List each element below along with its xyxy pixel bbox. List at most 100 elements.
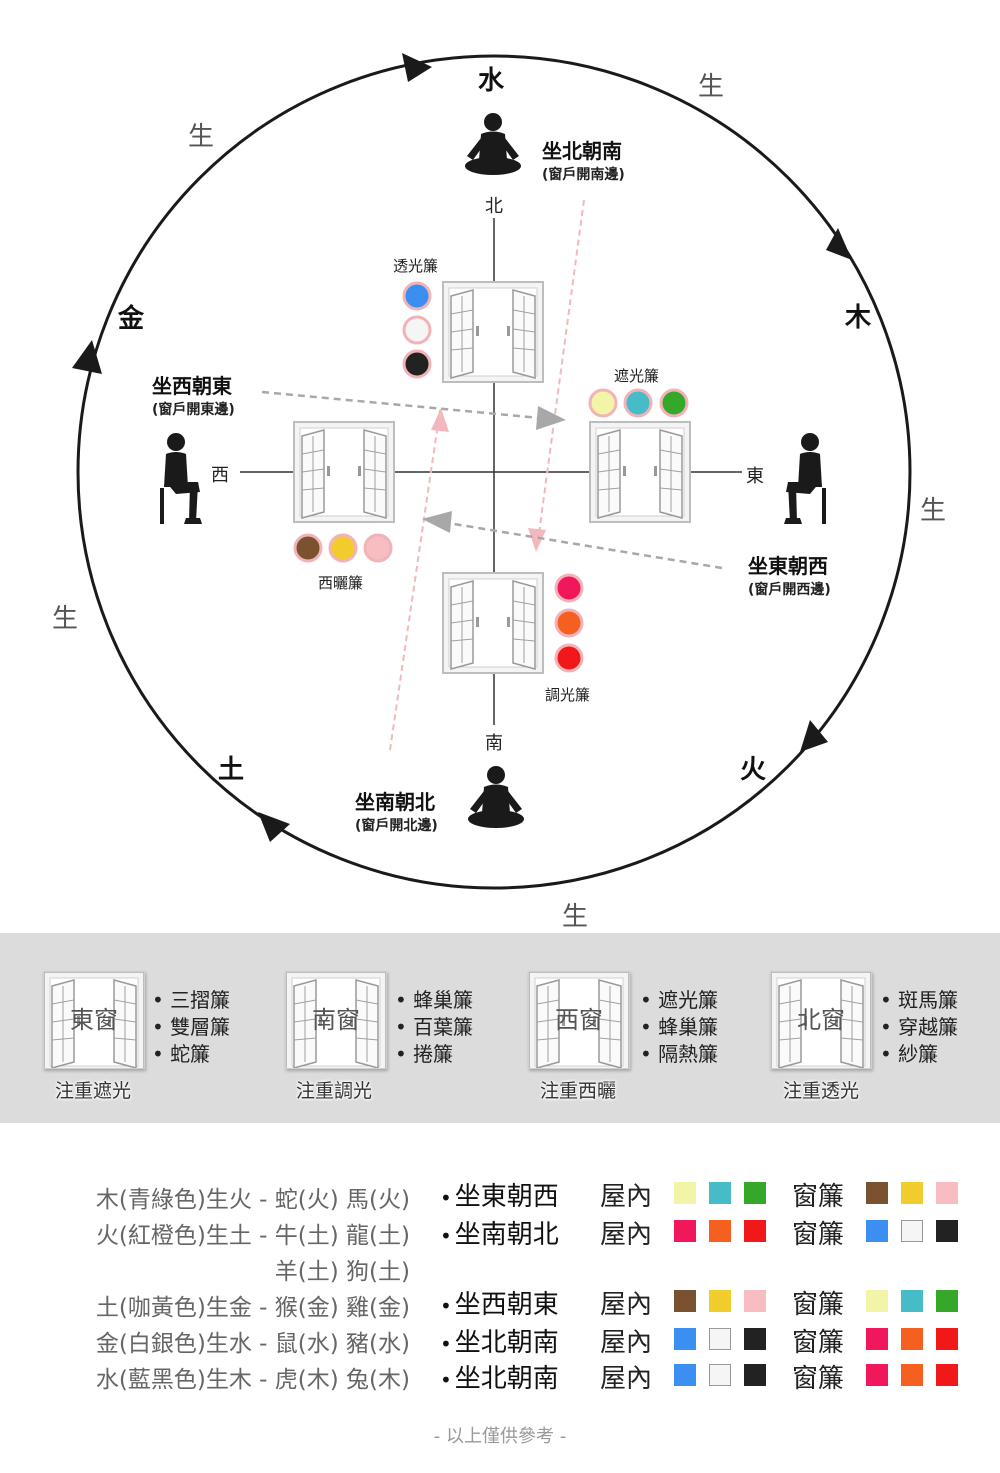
rule-line-earth: 土(咖黃色)生金 - 猴(金) 雞(金) bbox=[95, 1295, 410, 1321]
cycle-arrow-west bbox=[72, 340, 102, 374]
light-arrow-south bbox=[431, 408, 449, 432]
rule-line-wood: 木(青綠色)生火 - 蛇(火) 馬(火) bbox=[95, 1187, 410, 1213]
curtain-color-swatch bbox=[866, 1290, 888, 1312]
curtain-color-swatch bbox=[936, 1290, 958, 1312]
seated-person-east bbox=[784, 433, 826, 524]
swatch-dots-north bbox=[402, 281, 432, 379]
legend-indoor-label: 屋內 bbox=[600, 1290, 653, 1320]
element-water: 水 bbox=[478, 66, 505, 96]
window-south bbox=[442, 572, 544, 674]
curtain-color-swatch bbox=[866, 1182, 888, 1204]
light-path-east bbox=[447, 521, 723, 570]
direction-west: 西 bbox=[211, 465, 229, 486]
footer-note: - 以上僅供參考 - bbox=[433, 1426, 567, 1447]
window-card-west-label: 西窗 bbox=[555, 1006, 603, 1034]
pose-south-title: 坐南朝北 bbox=[355, 790, 435, 814]
legend-seat-label: 坐南朝北 bbox=[440, 1214, 559, 1251]
curtain-color-swatch bbox=[866, 1220, 888, 1242]
legend-curtain-label: 窗簾 bbox=[792, 1182, 845, 1212]
legend-curtain-label: 窗簾 bbox=[792, 1328, 845, 1358]
swatch-dots-south bbox=[554, 573, 584, 673]
legend-curtain-label: 窗簾 bbox=[792, 1364, 845, 1394]
blind-label-east: 遮光簾 bbox=[614, 367, 660, 385]
indoor-color-swatch bbox=[744, 1182, 766, 1204]
five-elements-diagram: 水 木 火 土 金 生 生 生 生 生 北 東 南 西 透光簾 遮光簾 西曬簾 … bbox=[52, 53, 947, 932]
indoor-color-swatch bbox=[709, 1364, 731, 1386]
indoor-color-swatch bbox=[674, 1290, 696, 1312]
window-card-west: 西窗 bbox=[528, 971, 630, 1069]
window-card-east: 東窗 bbox=[43, 971, 145, 1069]
element-metal: 金 bbox=[118, 304, 145, 334]
legend-seat-label: 坐西朝東 bbox=[440, 1284, 559, 1321]
element-wood: 木 bbox=[845, 303, 872, 333]
window-east bbox=[589, 421, 691, 523]
curtain-color-swatch bbox=[936, 1182, 958, 1204]
window-recommendation-band: 東窗 注重遮光 三摺簾 雙層簾 蛇簾 南窗 注重調光 蜂巢簾 百葉簾 捲簾 西窗… bbox=[0, 933, 1000, 1123]
legend-seat-label: 坐北朝南 bbox=[440, 1358, 559, 1395]
legend-indoor-label: 屋內 bbox=[600, 1364, 653, 1394]
color-swatch-dot bbox=[554, 643, 584, 673]
element-fire: 火 bbox=[740, 755, 767, 785]
window-west-blind-list: 遮光簾 蜂巢簾 隔熱簾 bbox=[640, 987, 718, 1068]
pose-south-sub: (窗戶開北邊) bbox=[355, 818, 438, 834]
direction-south: 南 bbox=[485, 733, 503, 754]
indoor-color-swatch bbox=[709, 1328, 731, 1350]
indoor-color-swatch bbox=[709, 1220, 731, 1242]
pose-west-sub: (窗戶開東邊) bbox=[152, 402, 235, 418]
window-east-blind-list: 三摺簾 雙層簾 蛇簾 bbox=[152, 987, 230, 1068]
cycle-arrow-southwest bbox=[258, 812, 290, 842]
generate-label-1: 生 bbox=[698, 72, 725, 102]
window-card-south-focus: 注重調光 bbox=[295, 1080, 372, 1102]
rule-line-fire: 火(紅橙色)生土 - 牛(土) 龍(土) bbox=[95, 1223, 410, 1249]
light-arrow-west bbox=[536, 406, 566, 430]
legend-indoor-label: 屋內 bbox=[600, 1220, 653, 1250]
list-item: 蛇簾 bbox=[152, 1041, 230, 1068]
window-card-east-label: 東窗 bbox=[70, 1006, 118, 1034]
generate-label-3: 生 bbox=[562, 902, 589, 932]
window-card-north: 北窗 bbox=[770, 971, 872, 1069]
seated-person-west bbox=[160, 433, 202, 524]
list-item: 斑馬簾 bbox=[880, 987, 958, 1014]
indoor-color-swatch bbox=[674, 1182, 696, 1204]
cycle-arrow-southeast bbox=[800, 720, 828, 752]
color-swatch-dot bbox=[623, 388, 653, 418]
list-item: 遮光簾 bbox=[640, 987, 718, 1014]
window-card-south: 南窗 bbox=[285, 971, 387, 1069]
indoor-color-swatch bbox=[744, 1364, 766, 1386]
direction-east: 東 bbox=[746, 466, 764, 487]
curtain-color-swatch bbox=[901, 1364, 923, 1386]
indoor-color-swatch bbox=[709, 1290, 731, 1312]
pose-north-title: 坐北朝南 bbox=[542, 139, 622, 163]
curtain-color-swatch bbox=[866, 1328, 888, 1350]
blind-label-north: 透光簾 bbox=[393, 257, 439, 275]
generate-label-2: 生 bbox=[920, 496, 947, 526]
curtain-color-swatch bbox=[936, 1364, 958, 1386]
window-card-east-focus: 注重遮光 bbox=[54, 1080, 131, 1102]
pose-east-title: 坐東朝西 bbox=[748, 554, 828, 578]
window-card-west-focus: 注重西曬 bbox=[539, 1080, 616, 1102]
pose-south: 坐南朝北 (窗戶開北邊) bbox=[355, 786, 438, 835]
swatch-dots-east bbox=[588, 388, 689, 418]
color-swatch-dot bbox=[402, 281, 432, 311]
legend-seat-label: 坐北朝南 bbox=[440, 1322, 559, 1359]
rule-line-water: 水(藍黑色)生木 - 虎(木) 兔(木) bbox=[95, 1367, 410, 1393]
pose-east: 坐東朝西 (窗戶開西邊) bbox=[748, 550, 831, 599]
cycle-arrow-north bbox=[402, 53, 432, 82]
light-arrow-north bbox=[528, 528, 546, 552]
indoor-color-swatch bbox=[709, 1182, 731, 1204]
window-north-blind-list: 斑馬簾 穿越簾 紗簾 bbox=[880, 987, 958, 1068]
pose-east-sub: (窗戶開西邊) bbox=[748, 582, 831, 598]
legend-indoor-label: 屋內 bbox=[600, 1182, 653, 1212]
meditating-person-north bbox=[465, 113, 521, 175]
indoor-color-swatch bbox=[674, 1328, 696, 1350]
window-north bbox=[442, 281, 544, 383]
blind-label-south: 調光簾 bbox=[545, 686, 591, 704]
rule-line-fire-cont: 羊(土) 狗(土) bbox=[274, 1259, 410, 1285]
indoor-color-swatch bbox=[744, 1328, 766, 1350]
color-swatch-dot bbox=[588, 388, 618, 418]
list-item: 隔熱簾 bbox=[640, 1041, 718, 1068]
color-swatch-dot bbox=[363, 533, 393, 563]
window-south-blind-list: 蜂巢簾 百葉簾 捲簾 bbox=[395, 987, 473, 1068]
indoor-color-swatch bbox=[674, 1220, 696, 1242]
curtain-color-swatch bbox=[936, 1220, 958, 1242]
